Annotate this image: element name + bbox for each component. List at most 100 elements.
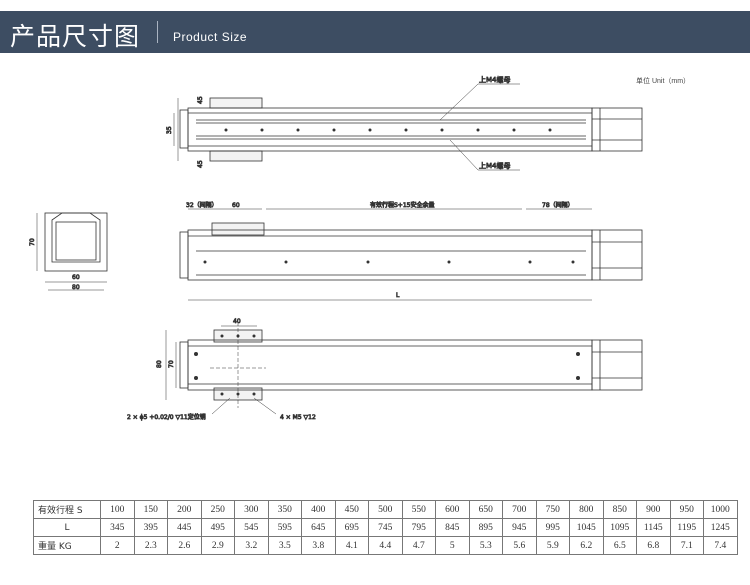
table-cell: 2.6 [167, 536, 202, 555]
table-cell: 150 [133, 500, 168, 519]
table-cell: 2 [100, 536, 135, 555]
table-cell: 545 [234, 518, 269, 537]
table-cell: 845 [435, 518, 470, 537]
top-view-dim-center: 35 [166, 126, 173, 134]
table-cell: 3.5 [267, 536, 302, 555]
top-view-nut-label-upper: 上M4螺母 [479, 75, 511, 84]
header-divider [157, 21, 158, 43]
end-view-dim-height: 70 [29, 238, 36, 246]
table-cell: 200 [167, 500, 202, 519]
table-cell: 6.8 [636, 536, 671, 555]
table-cell: 6.2 [569, 536, 604, 555]
side-view-dim-block: 60 [232, 202, 240, 209]
table-cell: 5 [435, 536, 470, 555]
table-cell: 7.4 [703, 536, 738, 555]
table-cell: 995 [535, 518, 570, 537]
table-cell: 950 [669, 500, 704, 519]
table-cell: 345 [100, 518, 135, 537]
table-cell: 400 [301, 500, 336, 519]
row-header: 有效行程 S [33, 500, 101, 519]
top-view: 45 45 35 上M4螺母 上M4螺母 [166, 75, 643, 170]
table-cell: 3.8 [301, 536, 336, 555]
table-cell: 645 [301, 518, 336, 537]
table-cell: 695 [334, 518, 369, 537]
side-view-body [187, 229, 593, 281]
bottom-view-callout-left: 2 × ϕ5 +0.02/0 ▽11定位销 [127, 413, 206, 421]
table-cell: 1045 [569, 518, 604, 537]
table-cell: 5.9 [535, 536, 570, 555]
table-cell: 595 [267, 518, 302, 537]
table-cell: 4.1 [334, 536, 369, 555]
table-cell: 100 [100, 500, 135, 519]
table-cell: 4.7 [401, 536, 436, 555]
bottom-view-callout-right: 4 × M5 ▽12 [280, 414, 316, 421]
header-title-en: Product Size [173, 30, 248, 44]
side-view-carriage [211, 222, 265, 236]
bottom-view-dim-outer: 80 [156, 360, 163, 368]
table-cell: 750 [535, 500, 570, 519]
table-cell: 1145 [636, 518, 671, 537]
bottom-view-body [187, 339, 593, 391]
top-view-motor [591, 107, 643, 152]
table-cell: 450 [334, 500, 369, 519]
table-cell: 350 [267, 500, 302, 519]
table-cell: 445 [167, 518, 202, 537]
table-cell: 1195 [669, 518, 704, 537]
end-view: 70 60 80 [29, 212, 108, 291]
top-view-dim-upper: 45 [197, 96, 204, 104]
table-cell: 4.4 [368, 536, 403, 555]
top-view-mount-upper [209, 97, 263, 109]
table-cell: 6.5 [602, 536, 637, 555]
end-view-dim-outer-width: 80 [72, 284, 80, 291]
bottom-view: 40 80 70 2 × ϕ5 +0.02/0 ▽11定位销 4 × M5 ▽1… [127, 318, 643, 421]
header-title-cn: 产品尺寸图 [10, 22, 141, 51]
bottom-view-motor [591, 339, 643, 391]
unit-label: 单位 Unit（mm） [636, 78, 691, 85]
table-cell: 700 [502, 500, 537, 519]
table-cell: 250 [200, 500, 235, 519]
top-view-dim-lower: 45 [197, 160, 204, 168]
table-cell: 800 [569, 500, 604, 519]
table-cell: 5.6 [502, 536, 537, 555]
table-cell: 7.1 [669, 536, 704, 555]
table-cell: 1095 [602, 518, 637, 537]
table-cell: 5.3 [468, 536, 503, 555]
table-cell: 1245 [703, 518, 738, 537]
table-cell: 650 [468, 500, 503, 519]
table-cell: 395 [133, 518, 168, 537]
row-header: 重量 KG [33, 536, 101, 555]
table-cell: 550 [401, 500, 436, 519]
table-cell: 895 [468, 518, 503, 537]
header-bar: 产品尺寸图 Product Size [0, 11, 750, 53]
table-cell: 500 [368, 500, 403, 519]
side-view: 32（间隔） 60 有效行程S+15安全余量 78（间隔） L [179, 201, 643, 301]
table-cell: 495 [200, 518, 235, 537]
table-cell: 300 [234, 500, 269, 519]
table-cell: 945 [502, 518, 537, 537]
side-view-motor [591, 229, 643, 281]
side-view-dim-total: L [396, 292, 400, 299]
bottom-view-dim-top: 40 [233, 318, 241, 325]
table-cell: 2.3 [133, 536, 168, 555]
table-cell: 3.2 [234, 536, 269, 555]
side-view-dim-left: 32（间隔） [186, 201, 218, 209]
table-cell: 600 [435, 500, 470, 519]
table-cell: 745 [368, 518, 403, 537]
top-view-mount-lower [209, 150, 263, 162]
table-cell: 1000 [703, 500, 738, 519]
row-header: L [33, 518, 101, 537]
table-cell: 2.9 [200, 536, 235, 555]
top-view-body [187, 107, 593, 152]
side-view-dim-stroke: 有效行程S+15安全余量 [370, 201, 434, 209]
top-view-nut-label-lower: 上M4螺母 [479, 161, 511, 170]
end-view-dim-inner-width: 60 [72, 274, 80, 281]
side-view-dim-right: 78（间隔） [542, 201, 574, 209]
bottom-view-dim-inner: 70 [168, 360, 175, 368]
table-cell: 850 [602, 500, 637, 519]
table-cell: 900 [636, 500, 671, 519]
